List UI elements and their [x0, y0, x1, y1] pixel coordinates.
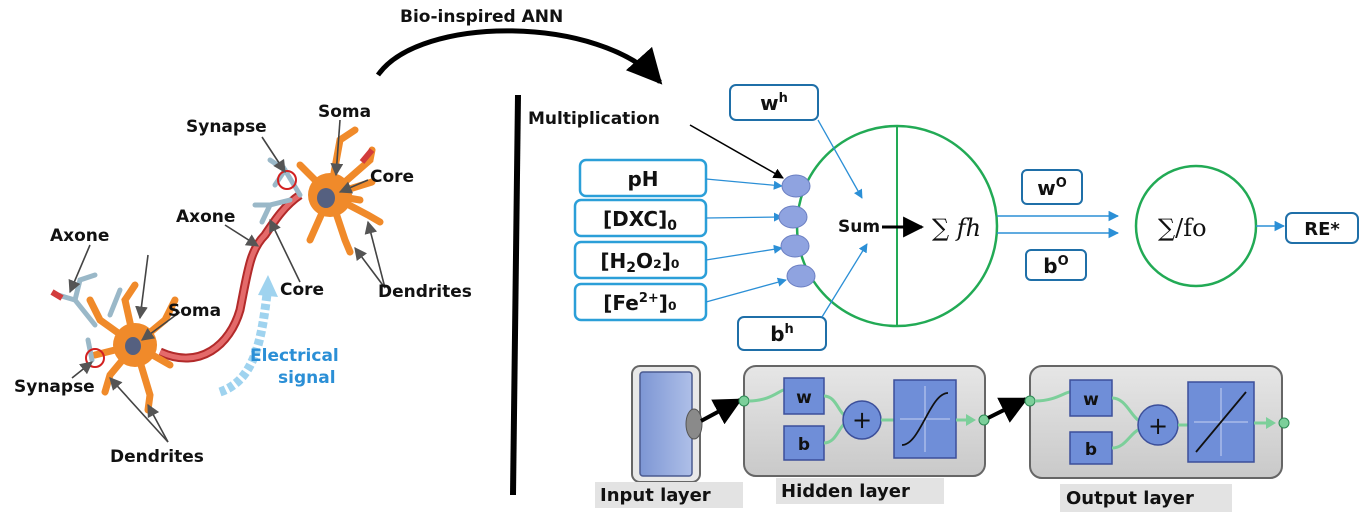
input-pH: pH: [578, 158, 708, 198]
arrow-fe: [705, 277, 787, 303]
hidden-to-output-layer-arrow: [987, 397, 1029, 423]
weight-wo-label: wO: [1037, 176, 1067, 200]
hidden-b-label: b: [798, 435, 810, 455]
arrow-dxc: [705, 212, 783, 222]
label-core-mid: Core: [280, 280, 324, 300]
hidden-w-label: w: [796, 388, 812, 408]
svg-text:+: +: [1148, 412, 1168, 440]
svg-text:+: +: [852, 406, 872, 434]
mult-node-3: [780, 234, 810, 258]
input-layer-label: Input layer: [600, 485, 711, 506]
label-synapse-left: Synapse: [14, 377, 95, 397]
output-b-block: [1069, 431, 1113, 465]
core-top: [317, 188, 335, 208]
label-soma-top: Soma: [318, 102, 371, 122]
output-activation: ∑/fo: [1158, 214, 1207, 242]
output-re: RE*: [1285, 212, 1359, 244]
input-dxc-label: [DXC]0: [603, 207, 677, 234]
label-core-top: Core: [370, 167, 414, 187]
mult-node-4: [786, 264, 816, 288]
arrow-h2o2: [705, 244, 783, 261]
synapse-top-marker: [277, 170, 297, 190]
bias-bo-label: bO: [1043, 254, 1068, 278]
electrical-signal-arrow: [218, 284, 273, 397]
hidden-layer-label: Hidden layer: [781, 481, 910, 502]
divider: [510, 94, 521, 496]
hidden-w-block: [783, 377, 825, 415]
sum-label: Sum: [838, 217, 880, 237]
core-left: [125, 337, 141, 355]
label-soma-left: Soma: [168, 301, 221, 321]
input-fe: [Fe2+]₀: [573, 282, 708, 322]
title: Bio-inspired ANN: [400, 7, 563, 27]
weight-wh-label: wh: [760, 91, 788, 115]
label-dendrites-bottom: Dendrites: [110, 447, 204, 467]
hidden-layer-block: w b +: [738, 365, 990, 477]
input-h2o2: [H2O₂]₀: [573, 240, 708, 280]
weight-wh: wh: [729, 84, 819, 121]
neuron-illustration: [50, 119, 386, 443]
output-b-label: b: [1085, 440, 1097, 460]
synapse-left-marker: [85, 348, 105, 368]
mult-node-1: [781, 174, 811, 198]
label-electrical-2: signal: [278, 368, 336, 388]
bias-bo: bO: [1025, 249, 1087, 281]
weight-wo: wO: [1021, 169, 1083, 205]
input-layer-block: [631, 365, 703, 483]
output-re-label: RE*: [1304, 219, 1340, 240]
multiplication-label: Multiplication: [528, 109, 660, 129]
multiplication-arrow: [689, 124, 784, 179]
bias-bh: bh: [737, 316, 827, 351]
input-fe-label: [Fe2+]₀: [603, 291, 676, 315]
label-axone-mid: Axone: [176, 207, 235, 227]
arrow-pH: [705, 178, 783, 190]
bio-inspired-arrow: [375, 28, 663, 85]
output-layer-label: Output layer: [1066, 488, 1194, 509]
mult-node-2: [778, 205, 808, 229]
label-electrical-1: Electrical: [250, 346, 339, 366]
input-pH-label: pH: [627, 167, 658, 191]
bh-arrow: [821, 243, 868, 318]
hidden-activation: ∑ fh: [932, 214, 981, 242]
hidden-b-block: [783, 425, 825, 461]
label-synapse-top: Synapse: [186, 117, 267, 137]
label-dendrites-right: Dendrites: [378, 282, 472, 302]
input-h2o2-label: [H2O₂]₀: [600, 249, 679, 276]
label-axone-left: Axone: [50, 226, 109, 246]
output-layer-block: w b +: [1024, 365, 1290, 479]
output-w-label: w: [1083, 390, 1099, 410]
bias-bh-label: bh: [770, 322, 794, 346]
input-dxc: [DXC]0: [573, 198, 708, 238]
wh-arrow: [817, 119, 863, 199]
input-to-hidden-arrow: [700, 398, 743, 425]
